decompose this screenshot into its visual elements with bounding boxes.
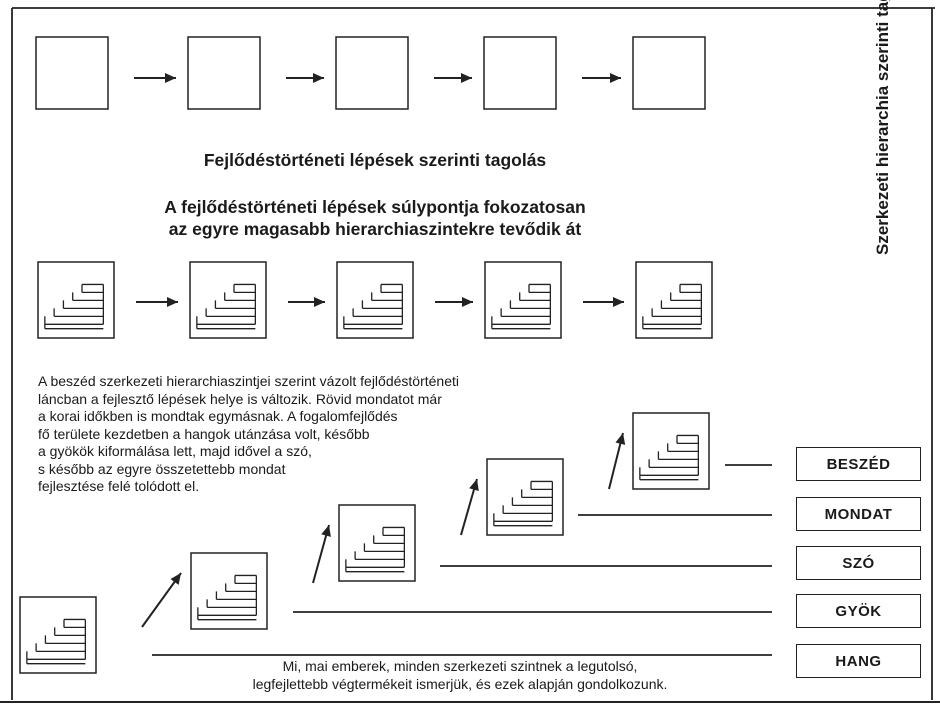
staircase-box [190, 552, 268, 630]
staircase-icon [26, 618, 87, 665]
arrow [434, 73, 472, 83]
staircase-icon [493, 480, 554, 527]
level-label-hang: HANG [796, 644, 921, 678]
description-line: s később az egyre összetettebb mondat [38, 460, 286, 477]
staircase-box [484, 261, 562, 339]
subtitle-line-2: az egyre magasabb hierarchiaszintekre te… [168, 219, 582, 239]
level-label-gyok: GYÖK [796, 594, 921, 628]
staircase-box [37, 261, 115, 339]
arrow [435, 297, 473, 307]
empty-box [483, 36, 557, 110]
level-lines [152, 464, 772, 656]
staircase-icon [491, 283, 552, 330]
arrow [134, 73, 176, 83]
empty-box [187, 36, 261, 110]
arrow [286, 73, 324, 83]
footer-line-2: legfejlettebb végtermékeit ismerjük, és … [252, 676, 668, 692]
description-line: láncban a fejlesztő lépések helye is vál… [38, 390, 442, 407]
description-line: a gyökök kiformálása lett, majd idővel a… [38, 443, 312, 459]
staircase-box-row [37, 261, 713, 339]
staircase-icon [345, 526, 406, 573]
staircase-icon [44, 283, 105, 330]
arrow [460, 478, 479, 536]
description-line: fő területe kezdetben a hangok utánzása … [38, 425, 370, 442]
arrow [136, 297, 178, 307]
section-title: Fejlődéstörténeti lépések szerinti tagol… [203, 150, 547, 170]
empty-box [335, 36, 409, 110]
staircase-box [486, 458, 564, 536]
vertical-axis-title: Szerkezeti hierarchia szerinti tagolás [873, 0, 892, 255]
level-label-mondat: MONDAT [796, 497, 921, 531]
staircase-box [336, 261, 414, 339]
arrow [583, 297, 624, 307]
description-line: A beszéd szerkezeti hierarchiaszintjei s… [38, 373, 459, 389]
subtitle-line-1: A fejlődéstörténeti lépések súlypontja f… [164, 197, 586, 217]
level-label-beszed: BESZÉD [796, 447, 921, 481]
empty-box [632, 36, 706, 110]
staircase-box [19, 596, 97, 674]
description-line: fejlesztése felé tolódott el. [38, 478, 200, 494]
staircase-box [632, 412, 710, 490]
arrow [312, 524, 331, 584]
staircase-icon [343, 283, 404, 330]
arrow [582, 73, 621, 83]
arrow [288, 297, 325, 307]
empty-box-row [35, 36, 706, 110]
arrow [608, 432, 626, 490]
level-label-szo: SZÓ [796, 546, 921, 580]
description-line: a korai időkben is mondtak egymásnak. A … [38, 408, 398, 424]
staircase-icon [196, 283, 257, 330]
outer-border [0, 7, 940, 703]
staircase-box [189, 261, 267, 339]
staircase-box [635, 261, 713, 339]
empty-box [35, 36, 109, 110]
staircase-icon [197, 574, 258, 621]
arrow [141, 572, 182, 628]
footer-line-1: Mi, mai emberek, minden szerkezeti szint… [282, 658, 638, 674]
staircase-icon [642, 283, 703, 330]
staircase-box [338, 504, 416, 582]
rising-staircase-sequence [19, 412, 710, 674]
staircase-icon [639, 434, 700, 481]
